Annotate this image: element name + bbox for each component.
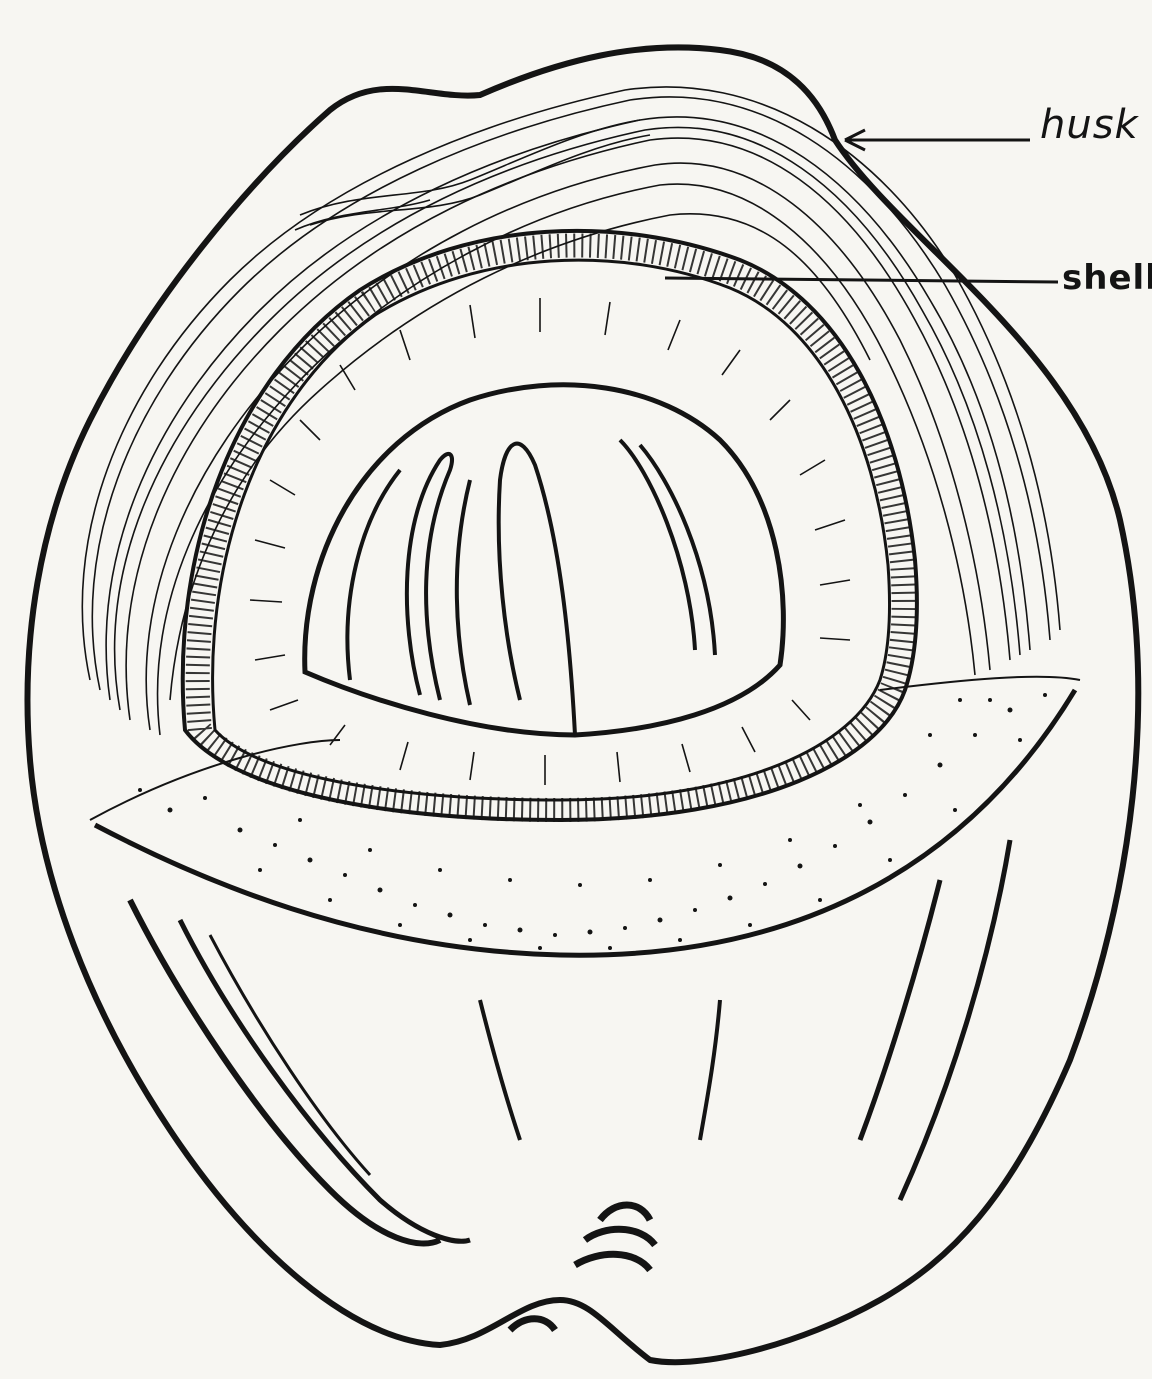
cavity-ribs bbox=[347, 440, 715, 735]
shell-label: shell bbox=[1062, 258, 1152, 298]
inner-cavity-dome bbox=[305, 385, 784, 735]
germination-eyes bbox=[510, 1205, 655, 1330]
mesocarp-band-bottom bbox=[95, 690, 1075, 955]
husk-fibres bbox=[82, 87, 1060, 735]
shell-leader-line bbox=[665, 278, 1058, 282]
kernel-radial-lines bbox=[250, 298, 850, 785]
husk-label: husk bbox=[1040, 102, 1139, 148]
